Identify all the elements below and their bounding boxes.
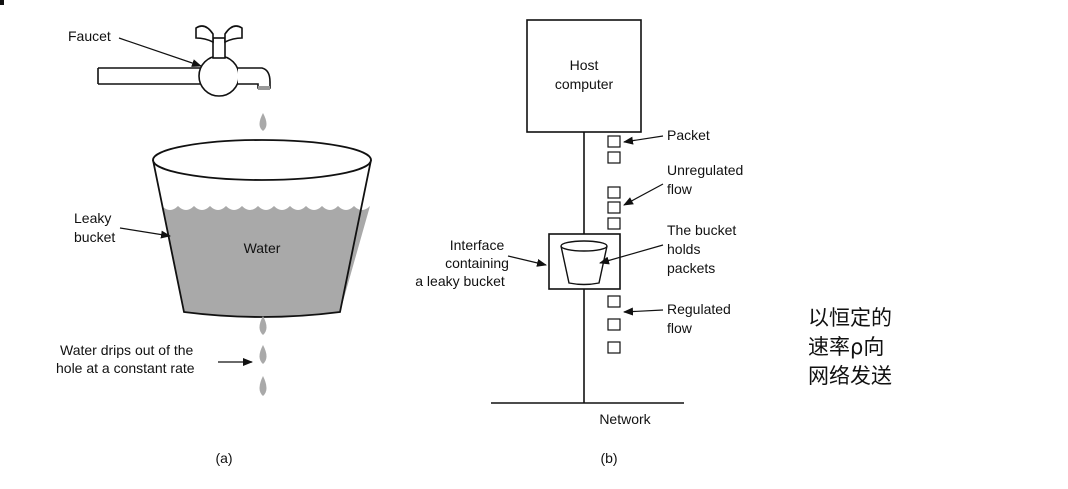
faucet-spout bbox=[238, 67, 271, 89]
interface-label-line1: Interface bbox=[450, 237, 505, 253]
packet bbox=[607, 135, 621, 148]
panel-a: Water Faucet Leaky bucket Water drips ou… bbox=[56, 25, 372, 466]
bucket-outline bbox=[152, 159, 372, 318]
water-drop-icon bbox=[259, 113, 267, 131]
faucet-arrow bbox=[118, 37, 202, 67]
packet bbox=[607, 341, 621, 354]
unregulated-label-line2: flow bbox=[667, 181, 693, 197]
host-label-line2: computer bbox=[555, 76, 614, 92]
caption-b: (b) bbox=[600, 450, 617, 466]
bucket-label-line2: bucket bbox=[74, 229, 115, 245]
packet bbox=[607, 151, 621, 164]
small-bucket-icon bbox=[560, 240, 608, 286]
bucket-label-line1: Leaky bbox=[74, 210, 111, 226]
packet bbox=[607, 295, 621, 308]
water-drop-icon bbox=[259, 376, 267, 396]
bucket-holds-arrow bbox=[599, 244, 664, 265]
packet bbox=[607, 201, 621, 214]
bucket-water bbox=[162, 206, 370, 317]
rate-note-line3: 网络发送 bbox=[808, 364, 892, 388]
interface-label-line2: containing bbox=[445, 255, 509, 271]
packet bbox=[607, 217, 621, 230]
rate-note-line2: 速率ρ向 bbox=[808, 335, 885, 359]
network-label: Network bbox=[599, 411, 651, 427]
bucket-holds-label-line2: holds bbox=[667, 241, 700, 257]
rate-note-line1: 以恒定的 bbox=[808, 306, 892, 330]
water-drop-icon bbox=[259, 316, 267, 335]
regulated-label-line1: Regulated bbox=[667, 301, 731, 317]
drip-label-line1: Water drips out of the bbox=[60, 342, 194, 358]
drip-label-line2: hole at a constant rate bbox=[56, 360, 195, 376]
host-label-line1: Host bbox=[570, 57, 599, 73]
unregulated-label-line1: Unregulated bbox=[667, 162, 743, 178]
host-computer-box bbox=[526, 19, 642, 133]
caption-a: (a) bbox=[215, 450, 232, 466]
faucet-handle-icon bbox=[195, 25, 243, 59]
bucket-holds-label-line3: packets bbox=[667, 260, 715, 276]
bucket-holds-label-line1: The bucket bbox=[667, 222, 736, 238]
faucet-label: Faucet bbox=[68, 28, 111, 44]
unregulated-arrow bbox=[623, 183, 664, 206]
rate-note: 以恒定的 速率ρ向 网络发送 bbox=[808, 304, 938, 391]
interface-label-line3: a leaky bucket bbox=[415, 273, 505, 289]
faucet-body bbox=[198, 55, 240, 97]
bucket-arrow bbox=[119, 227, 171, 239]
bucket-rim bbox=[152, 139, 372, 181]
packet bbox=[607, 318, 621, 331]
interface-arrow bbox=[507, 255, 547, 267]
regulated-label-line2: flow bbox=[667, 320, 693, 336]
water-drop-icon bbox=[259, 345, 267, 364]
packet bbox=[607, 186, 621, 199]
packet-label: Packet bbox=[667, 127, 710, 143]
water-label: Water bbox=[244, 240, 281, 256]
faucet-pipe bbox=[97, 67, 200, 85]
panel-b: Host computer Network Packet Unregulated… bbox=[415, 19, 743, 466]
regulated-arrow bbox=[623, 307, 664, 316]
corner-mark bbox=[0, 0, 4, 5]
packet-arrow bbox=[623, 135, 664, 145]
